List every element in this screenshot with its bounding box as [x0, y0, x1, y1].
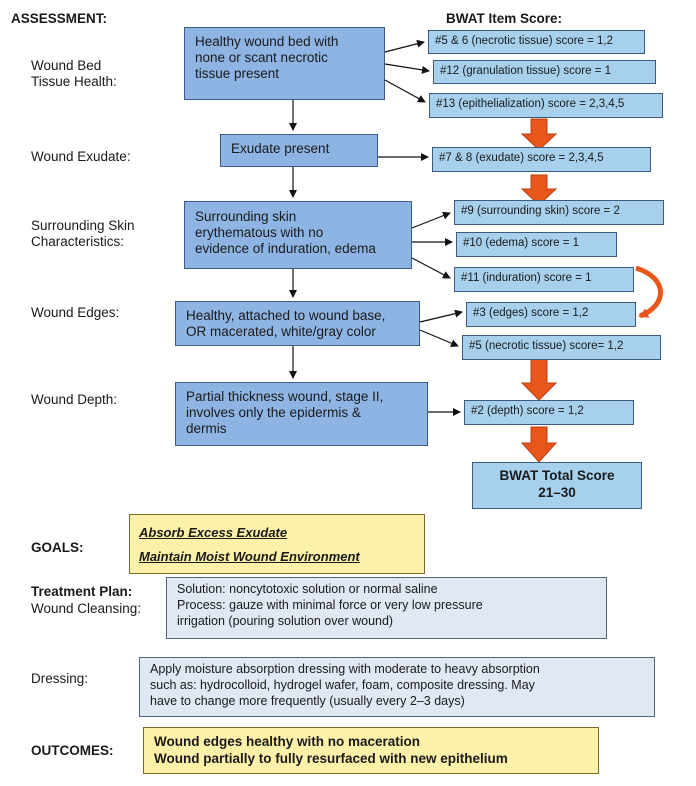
outcomes-box: Wound edges healthy with no maceration W… — [143, 727, 599, 774]
orange-arrows — [520, 118, 558, 463]
label-tissue-health: Wound Bed Tissue Health: — [31, 58, 117, 89]
goals-header: GOALS: — [31, 540, 84, 555]
outcomes-header: OUTCOMES: — [31, 743, 114, 758]
outcome-edges: Wound edges healthy with no maceration — [154, 734, 421, 749]
label-depth: Wound Depth: — [31, 392, 118, 407]
score-edema-10: #10 (edema) score = 1 — [456, 232, 617, 257]
bwat-header: BWAT Item Score: — [446, 11, 563, 26]
outcome-resurfaced: Wound partially to fully resurfaced with… — [154, 751, 508, 766]
score-exudate-7-8: #7 & 8 (exudate) score = 2,3,4,5 — [432, 147, 651, 172]
goal-moist-environment: Maintain Moist Wound Environment — [139, 549, 360, 564]
score-necrotic-tissue-5-6: #5 & 6 (necrotic tissue) score = 1,2 — [428, 30, 645, 54]
score-induration-11: #11 (induration) score = 1 — [454, 267, 634, 292]
label-edges: Wound Edges: — [31, 305, 120, 320]
score-granulation-12: #12 (granulation tissue) score = 1 — [433, 60, 656, 84]
score-epithelialization-13: #13 (epithelialization) score = 2,3,4,5 — [429, 93, 663, 118]
score-surrounding-skin-9: #9 (surrounding skin) score = 2 — [454, 200, 664, 225]
score-necrotic-tissue-5: #5 (necrotic tissue) score= 1,2 — [462, 335, 661, 360]
label-skin: Surrounding Skin Characteristics: — [31, 218, 135, 249]
goal-absorb-exudate: Absorb Excess Exudate — [139, 525, 288, 540]
cleansing-box: Solution: noncytotoxic solution or norma… — [166, 577, 607, 639]
bwat-total-score: BWAT Total Score 21–30 — [472, 462, 642, 509]
box-exudate: Exudate present — [220, 134, 378, 167]
box-edges: Healthy, attached to wound base, OR mace… — [175, 301, 420, 346]
label-exudate: Wound Exudate: — [31, 149, 131, 164]
score-edges-3: #3 (edges) score = 1,2 — [466, 302, 636, 327]
box-skin: Surrounding skin erythematous with no ev… — [184, 201, 412, 269]
label-cleansing: Wound Cleansing: — [31, 601, 142, 616]
dressing-box: Apply moisture absorption dressing with … — [139, 657, 655, 717]
goals-box: Absorb Excess Exudate Maintain Moist Wou… — [129, 514, 425, 574]
box-depth: Partial thickness wound, stage II, invol… — [175, 382, 428, 446]
label-dressing: Dressing: — [31, 671, 89, 686]
box-tissue: Healthy wound bed with none or scant nec… — [184, 27, 385, 100]
assessment-header: ASSESSMENT: — [11, 11, 108, 26]
treatment-plan-header: Treatment Plan: — [31, 584, 133, 599]
score-depth-2: #2 (depth) score = 1,2 — [464, 400, 634, 425]
